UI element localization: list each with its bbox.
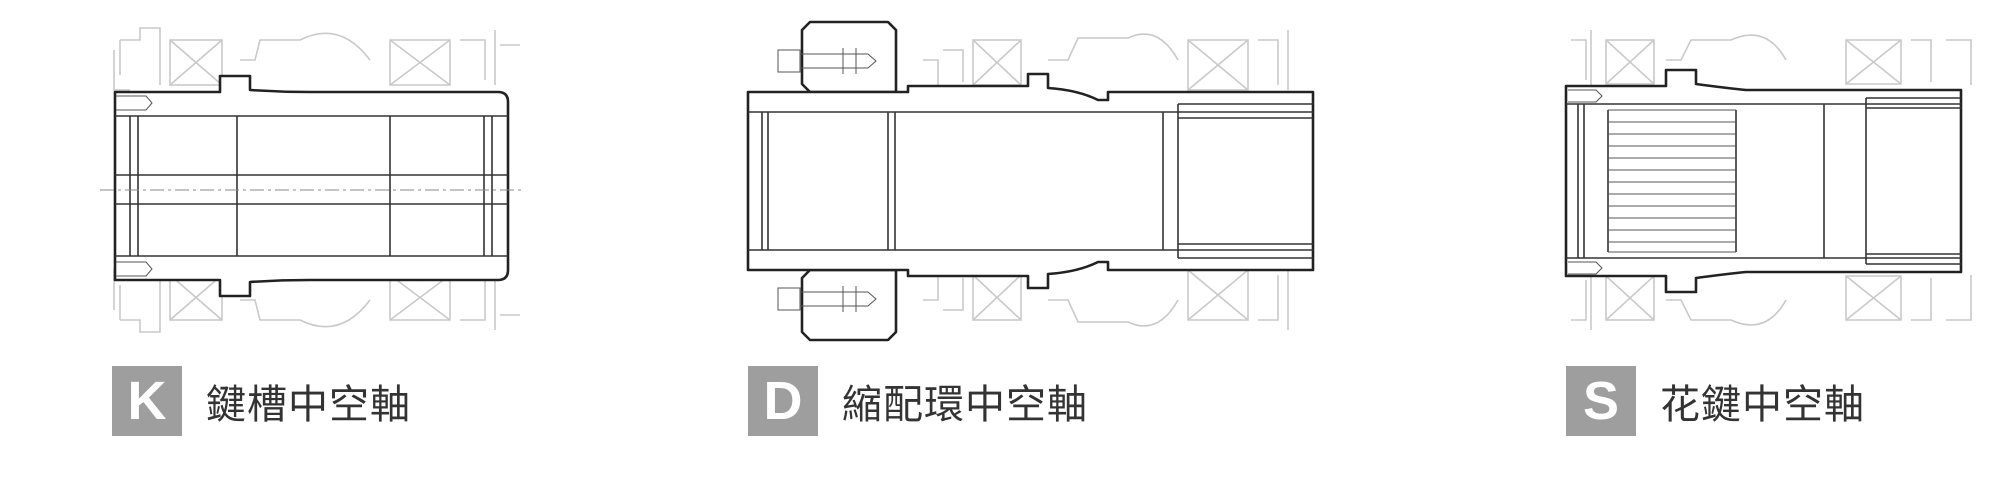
bearing-housing-ghost xyxy=(1571,30,1972,330)
tap-holes xyxy=(1568,89,1603,275)
type-badge-d: D xyxy=(748,366,818,436)
type-badge-s: S xyxy=(1566,366,1636,436)
caption-keyed: K 鍵槽中空軸 xyxy=(112,366,411,436)
panel-shrink-disc-hollow-shaft: D 縮配環中空軸 xyxy=(746,0,1328,488)
bore-and-keyway xyxy=(100,115,525,257)
bearing-housing-ghost xyxy=(113,27,520,333)
bearing-housing-ghost xyxy=(923,30,1289,330)
shaft-outline xyxy=(1564,68,1963,294)
shaft-outline xyxy=(113,74,510,298)
panel-splined-hollow-shaft: S 花鍵中空軸 xyxy=(1564,0,1986,488)
panel-keyed-hollow-shaft: K 鍵槽中空軸 xyxy=(100,0,540,488)
tap-holes xyxy=(116,95,153,277)
spline-teeth xyxy=(1608,109,1736,253)
shaft-outline xyxy=(746,72,1315,290)
type-badge-k: K xyxy=(112,366,182,436)
caption-label-d: 縮配環中空軸 xyxy=(842,382,1088,428)
caption-label-k: 鍵槽中空軸 xyxy=(206,382,411,428)
spline-bore xyxy=(1566,97,1961,265)
shrink-disc xyxy=(777,20,898,342)
caption-label-s: 花鍵中空軸 xyxy=(1660,382,1865,428)
bore xyxy=(748,103,1313,259)
keyed-shaft-drawing xyxy=(100,27,525,333)
splined-shaft-drawing xyxy=(1564,30,1972,330)
caption-shrink-disc: D 縮配環中空軸 xyxy=(748,366,1088,436)
shrink-disc-shaft-drawing xyxy=(746,20,1315,342)
caption-splined: S 花鍵中空軸 xyxy=(1566,366,1865,436)
